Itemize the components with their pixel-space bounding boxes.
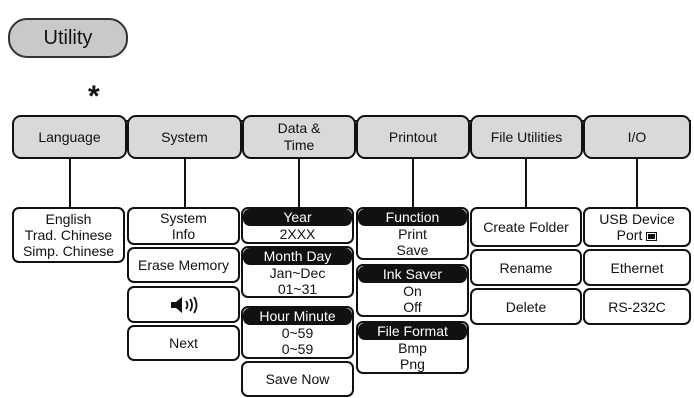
save-now-label: Save Now (265, 371, 330, 387)
connector-file-utilities (525, 159, 527, 207)
menu-system-label: System (161, 128, 208, 145)
menu-printout[interactable]: Printout (356, 115, 470, 159)
delete-label: Delete (505, 298, 547, 315)
connector-printout (412, 159, 414, 207)
create-folder-button[interactable]: Create Folder (470, 207, 582, 247)
file-format-box[interactable]: File Format Bmp Png (356, 321, 469, 374)
day-range: 01~31 (277, 281, 318, 297)
file-format-header: File Format (358, 323, 467, 340)
next-button[interactable]: Next (127, 325, 240, 361)
function-save: Save (396, 242, 429, 258)
language-options-box[interactable]: English Trad. Chinese Simp. Chinese (12, 207, 125, 263)
year-box[interactable]: Year 2XXX (241, 207, 354, 244)
next-label: Next (169, 335, 198, 351)
connector-language (69, 159, 71, 207)
usb-device-line1: USB Device (599, 211, 675, 227)
utility-button-label: Utility (43, 26, 93, 49)
function-box[interactable]: Function Print Save (356, 207, 469, 260)
ink-saver-header: Ink Saver (358, 266, 467, 283)
menu-io-label: I/O (627, 128, 647, 145)
connector-data-time (298, 159, 300, 207)
month-range: Jan~Dec (269, 265, 326, 281)
language-option-english[interactable]: English (45, 211, 92, 227)
month-day-box[interactable]: Month Day Jan~Dec 01~31 (241, 246, 354, 298)
rename-button[interactable]: Rename (470, 249, 582, 286)
language-option-trad-chinese[interactable]: Trad. Chinese (24, 227, 113, 243)
hour-minute-box[interactable]: Hour Minute 0~59 0~59 (241, 306, 354, 359)
ink-saver-on: On (403, 283, 422, 299)
usb-device-port-button[interactable]: USB Device Port (583, 207, 691, 247)
minute-range: 0~59 (281, 341, 314, 357)
menu-system[interactable]: System (127, 115, 242, 159)
utility-button[interactable]: Utility (8, 18, 128, 58)
menu-file-utilities[interactable]: File Utilities (470, 115, 583, 159)
erase-memory-label: Erase Memory (137, 257, 230, 273)
menu-language-label: Language (38, 128, 101, 145)
ink-saver-off: Off (403, 299, 422, 315)
system-info-button[interactable]: System Info (127, 207, 240, 245)
year-header: Year (243, 209, 352, 226)
rs232c-label: RS-232C (608, 298, 666, 315)
save-now-button[interactable]: Save Now (241, 361, 354, 397)
month-day-header: Month Day (243, 248, 352, 265)
function-print: Print (398, 226, 427, 242)
usb-port-icon (646, 231, 658, 241)
menu-io[interactable]: I/O (583, 115, 691, 159)
file-format-png: Png (400, 356, 425, 372)
rs232c-button[interactable]: RS-232C (583, 288, 691, 325)
system-info-line2: Info (171, 226, 196, 242)
menu-printout-label: Printout (388, 128, 438, 145)
ethernet-label: Ethernet (610, 259, 664, 276)
default-marker-asterisk: * (88, 80, 100, 113)
hour-range: 0~59 (281, 325, 314, 341)
erase-memory-button[interactable]: Erase Memory (127, 247, 240, 283)
rename-label: Rename (499, 259, 553, 276)
speaker-icon (170, 296, 197, 313)
usb-device-line2: Port (616, 227, 643, 243)
language-option-simp-chinese[interactable]: Simp. Chinese (22, 243, 115, 259)
usb-device-line2-row: Port (617, 227, 658, 243)
menu-data-time-label: Data & Time (277, 120, 321, 153)
year-value: 2XXX (279, 226, 316, 242)
create-folder-label: Create Folder (483, 219, 569, 235)
hour-minute-header: Hour Minute (243, 308, 352, 325)
menu-file-utilities-label: File Utilities (490, 128, 563, 145)
system-info-line1: System (160, 210, 207, 226)
function-header: Function (358, 209, 467, 226)
connector-io (636, 159, 638, 207)
speaker-button[interactable] (127, 286, 240, 323)
ink-saver-box[interactable]: Ink Saver On Off (356, 264, 469, 317)
ethernet-button[interactable]: Ethernet (583, 249, 691, 286)
connector-system (184, 159, 186, 207)
menu-language[interactable]: Language (12, 115, 127, 159)
menu-data-time[interactable]: Data & Time (242, 115, 356, 159)
file-format-bmp: Bmp (398, 340, 427, 356)
delete-button[interactable]: Delete (470, 288, 582, 325)
